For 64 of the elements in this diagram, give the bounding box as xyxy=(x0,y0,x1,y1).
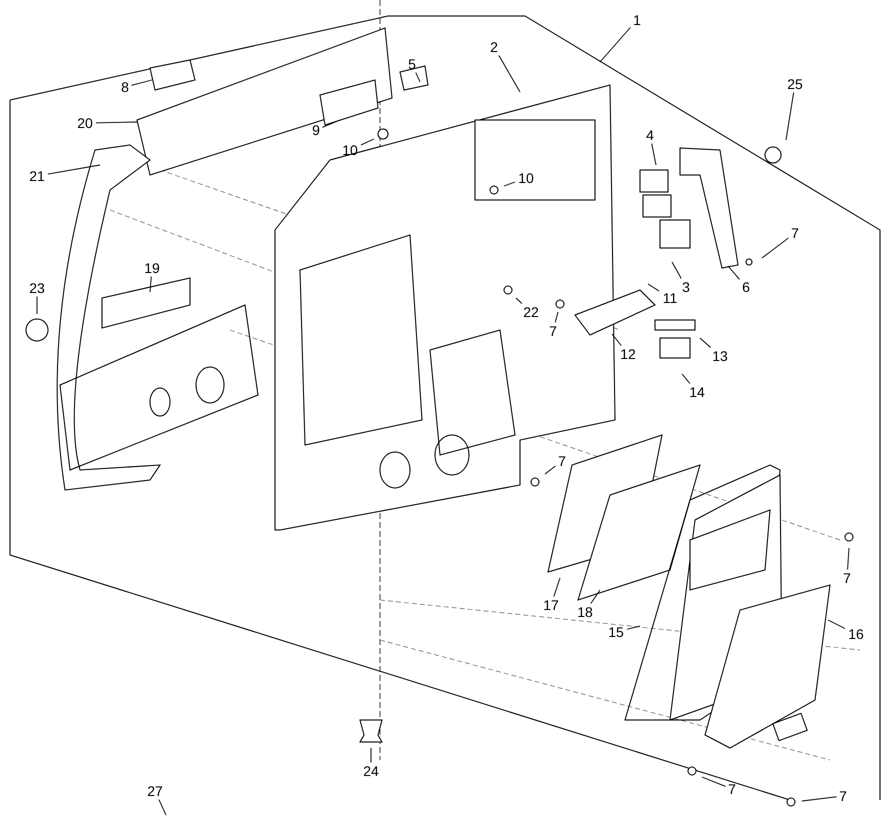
callout-number: 9 xyxy=(310,122,322,138)
callout-number: 15 xyxy=(605,624,627,640)
leader-line xyxy=(504,182,516,186)
leader-line xyxy=(612,334,622,346)
callout-number: 7 xyxy=(788,224,802,242)
callout-number: 24 xyxy=(360,762,382,780)
leader-line xyxy=(682,374,690,384)
callout-number: 10 xyxy=(515,170,537,186)
leader-line xyxy=(728,266,740,280)
leader-line xyxy=(544,466,556,474)
callout-number: 22 xyxy=(520,304,542,320)
leader-line xyxy=(96,122,138,124)
callout-number: 7 xyxy=(840,570,854,586)
leader-line xyxy=(131,80,152,86)
callout-number: 5 xyxy=(406,56,418,72)
leader-line xyxy=(498,55,520,92)
callout-number: 4 xyxy=(644,126,656,144)
leader-line xyxy=(590,590,600,604)
leader-line xyxy=(554,312,558,323)
callout-number: 10 xyxy=(339,142,361,158)
callout-number: 12 xyxy=(617,346,639,362)
callout-number: 8 xyxy=(118,78,132,96)
leader-line xyxy=(828,620,846,629)
callout-number: 6 xyxy=(740,278,752,296)
leader-line xyxy=(600,26,631,62)
leader-line xyxy=(762,237,789,258)
callout-number: 16 xyxy=(845,626,867,642)
leader-line xyxy=(150,276,152,292)
leader-line xyxy=(847,548,850,570)
callout-number: 7 xyxy=(556,452,568,470)
callout-number: 25 xyxy=(784,76,806,92)
leader-line xyxy=(360,138,374,146)
callout-number: 21 xyxy=(26,168,48,184)
leader-line xyxy=(36,296,38,314)
leader-line xyxy=(672,262,682,279)
callout-number: 23 xyxy=(26,280,48,296)
leader-line xyxy=(415,72,420,82)
leader-line xyxy=(648,284,660,292)
leader-line xyxy=(802,796,837,802)
leader-line xyxy=(651,143,656,166)
leader-line xyxy=(516,298,522,304)
leader-line xyxy=(786,92,794,140)
callout-number: 2 xyxy=(488,38,500,56)
callout-number: 19 xyxy=(141,260,163,276)
callout-number: 3 xyxy=(680,278,692,296)
callout-number: 7 xyxy=(546,322,560,340)
callout-number: 7 xyxy=(836,788,850,804)
leader-line xyxy=(48,164,100,175)
callout-number: 14 xyxy=(686,384,708,400)
leader-line xyxy=(322,120,340,128)
leader-line xyxy=(702,776,726,787)
leader-line xyxy=(700,338,711,348)
callout-number: 7 xyxy=(726,780,738,798)
callout-number: 11 xyxy=(659,290,681,306)
callout-number: 17 xyxy=(540,596,562,614)
callout-number: 13 xyxy=(709,348,731,364)
callout-number: 27 xyxy=(144,782,166,800)
callout-number: 18 xyxy=(574,604,596,620)
callout-number: 1 xyxy=(630,12,644,28)
leader-line xyxy=(370,748,372,763)
leader-line xyxy=(553,578,560,597)
leader-line xyxy=(158,799,166,816)
leader-line xyxy=(626,626,640,630)
callout-number: 20 xyxy=(74,114,96,132)
